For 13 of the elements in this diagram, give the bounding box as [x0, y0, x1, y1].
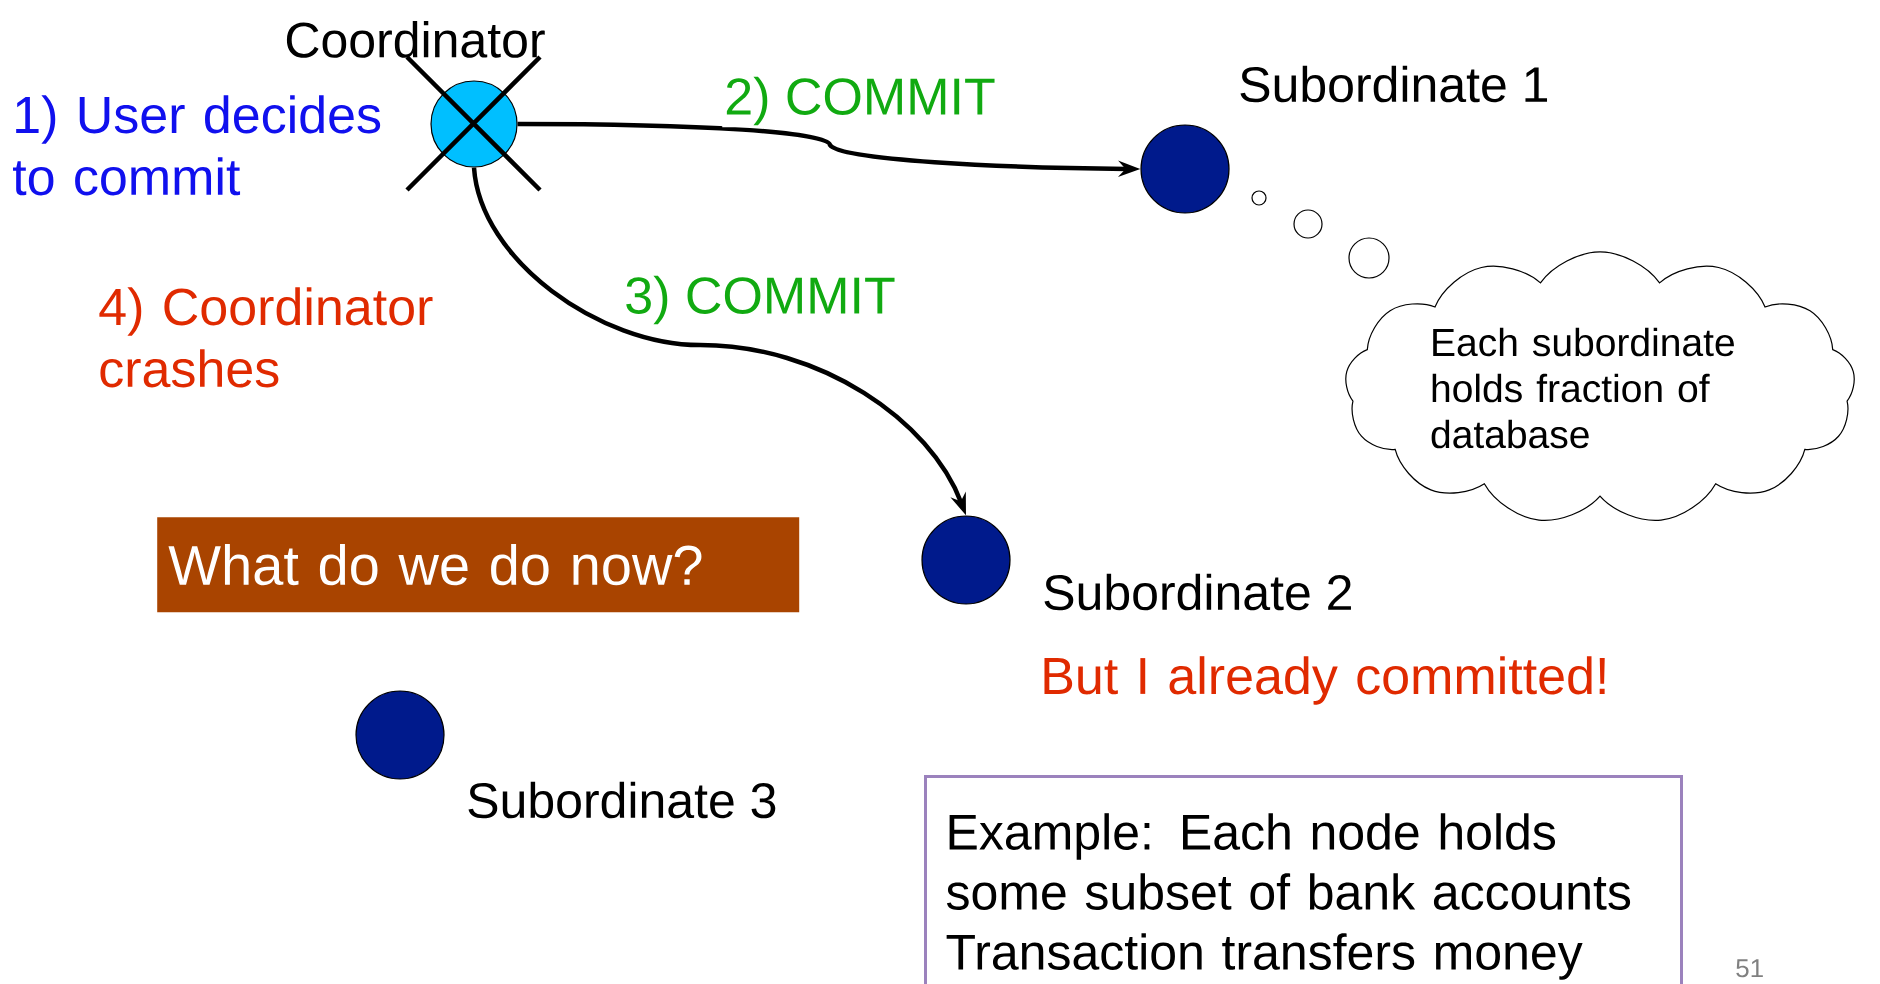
node-label: Subordinate 1: [1240, 65, 1547, 103]
reply-note: But I already committed!: [1044, 656, 1605, 705]
thought-cloud: Each subordinate holds fraction of database: [1345, 251, 1855, 521]
edge-label: 3) COMMIT: [622, 273, 898, 327]
step-note: 1) User decides to commit: [13, 95, 381, 196]
edge-label: 2) COMMIT: [722, 74, 998, 128]
node-label: Coordinator: [286, 21, 545, 58]
example-box: Example: Each node holds some subset of bank accounts Transaction transfers money: [924, 775, 1683, 984]
question-box: What do we do now?: [157, 517, 800, 613]
node-label: Subordinate 2: [1044, 573, 1351, 611]
page-number: 51: [1736, 959, 1763, 978]
step-note: 4) Coordinator crashes: [99, 287, 433, 388]
node-label: Subordinate 3: [468, 781, 776, 819]
